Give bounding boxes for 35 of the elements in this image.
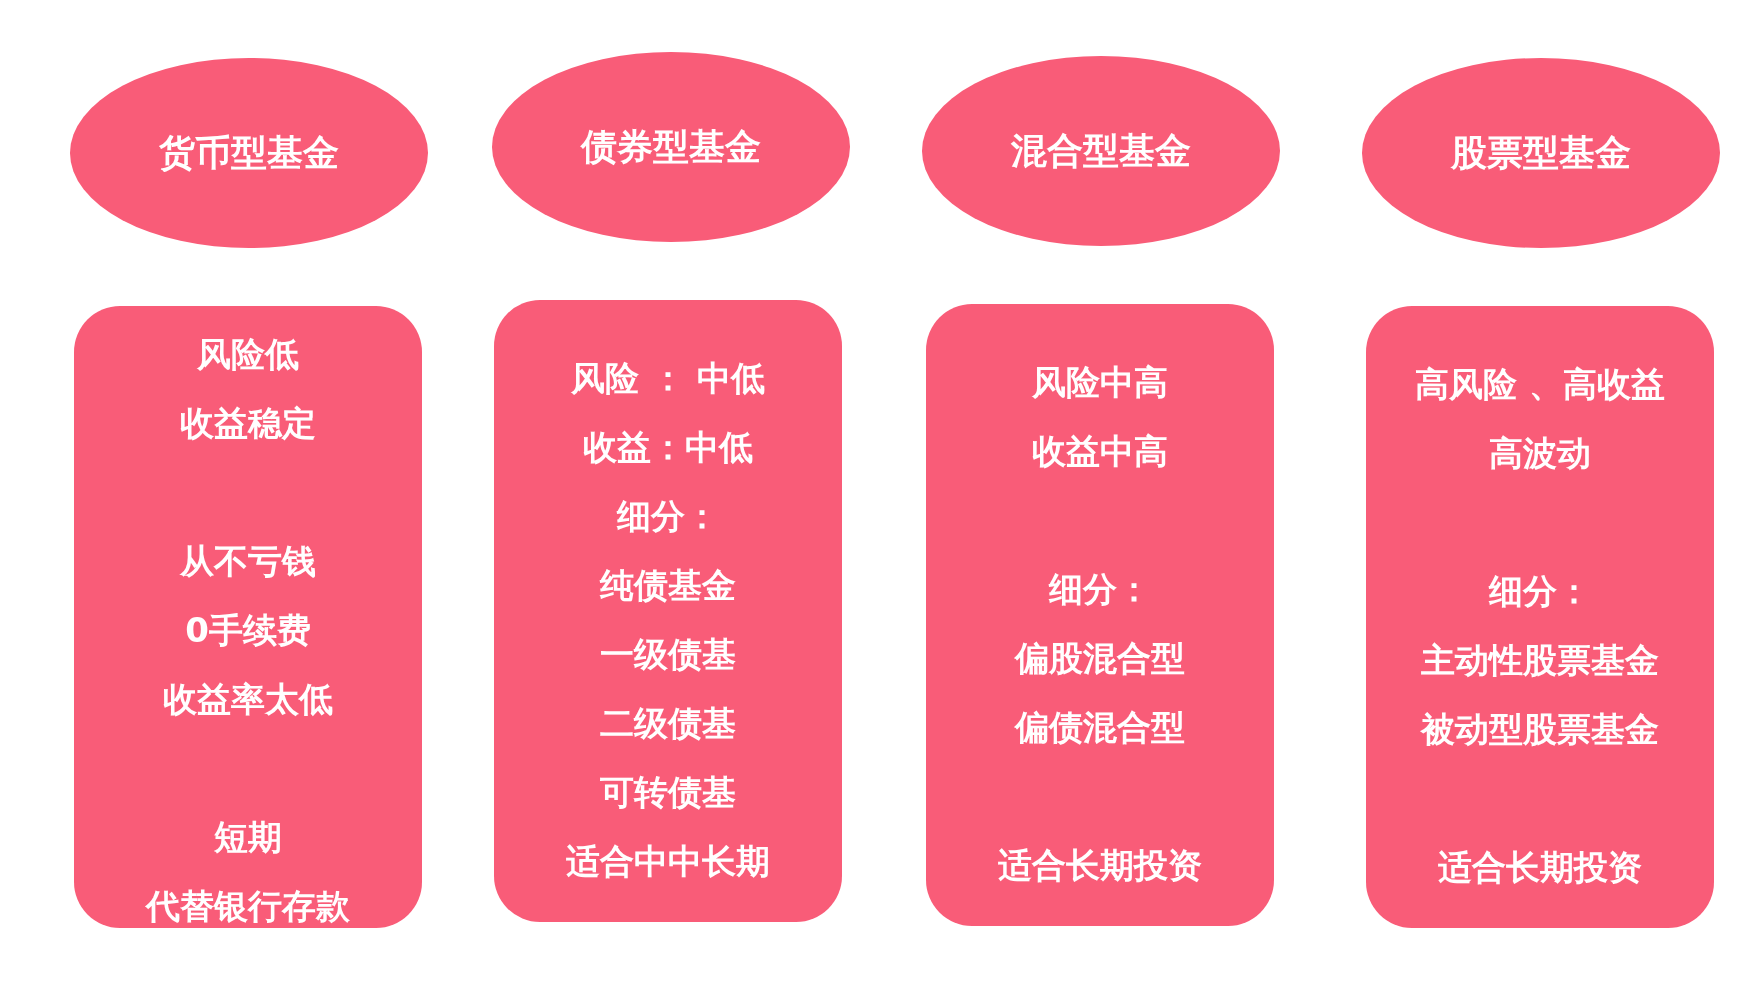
category-title: 混合型基金	[1011, 128, 1191, 173]
description-text: 高风险 、高收益	[1415, 363, 1665, 406]
category-title: 股票型基金	[1451, 130, 1631, 175]
description-text: 收益：中低	[583, 426, 753, 469]
description-text: 适合中中长期	[566, 840, 770, 883]
description-text: 被动型股票基金	[1421, 708, 1659, 751]
description-card	[926, 304, 1274, 926]
description-text: 偏股混合型	[1015, 637, 1185, 680]
description-text: 二级债基	[600, 702, 736, 745]
description-text: 0手续费	[185, 609, 311, 652]
description-text: 适合长期投资	[998, 844, 1202, 887]
category-title: 货币型基金	[159, 130, 339, 175]
category-title: 债券型基金	[581, 124, 761, 169]
description-text: 代替银行存款	[146, 885, 350, 928]
description-text: 偏债混合型	[1015, 706, 1185, 749]
description-text: 收益率太低	[163, 678, 333, 721]
description-text: 短期	[214, 816, 282, 859]
description-text: 适合长期投资	[1438, 846, 1642, 889]
description-text: 从不亏钱	[180, 540, 316, 583]
description-card	[74, 306, 422, 928]
description-text: 主动性股票基金	[1421, 639, 1659, 682]
description-text: 收益中高	[1032, 430, 1168, 473]
description-card	[1366, 306, 1714, 928]
description-text: 风险 ： 中低	[571, 357, 765, 400]
description-text: 风险中高	[1032, 361, 1168, 404]
description-text: 风险低	[197, 333, 299, 376]
description-text: 高波动	[1489, 432, 1591, 475]
description-text: 细分：	[1049, 568, 1151, 611]
description-text: 一级债基	[600, 633, 736, 676]
description-text: 细分：	[1489, 570, 1591, 613]
description-text: 收益稳定	[180, 402, 316, 445]
description-text: 细分：	[617, 495, 719, 538]
description-text: 纯债基金	[600, 564, 736, 607]
description-text: 可转债基	[600, 771, 736, 814]
description-card	[494, 300, 842, 922]
